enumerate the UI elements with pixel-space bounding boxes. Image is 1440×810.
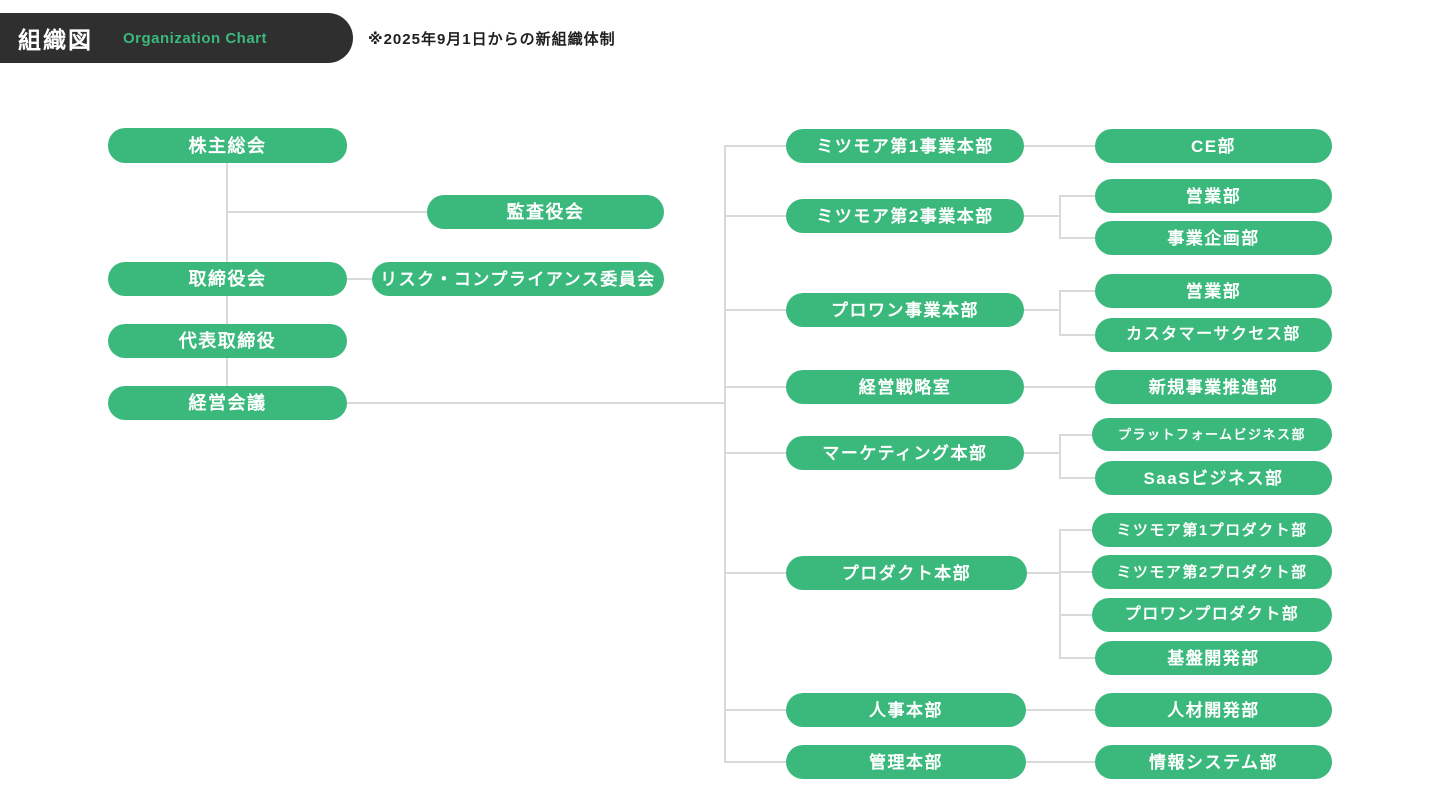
connector-line <box>1016 761 1103 763</box>
connector-line <box>226 211 428 213</box>
connector-line <box>226 163 228 263</box>
connector-line <box>1016 452 1061 454</box>
page-title: 組織図 <box>18 27 93 53</box>
page-subtitle: Organization Chart <box>123 29 268 47</box>
org-node-hr-div: 人事本部 <box>786 693 1026 727</box>
connector-line <box>1016 145 1103 147</box>
org-node-biz-planning-dept: 事業企画部 <box>1095 221 1332 255</box>
connector-line <box>724 215 795 217</box>
org-node-product-div: プロダクト本部 <box>786 556 1027 590</box>
connector-line <box>724 145 795 147</box>
connector-line <box>1059 571 1103 573</box>
org-node-mitsumoa-biz-div1: ミツモア第1事業本部 <box>786 129 1024 163</box>
connector-line <box>1059 195 1061 239</box>
org-node-prowan-product-dept: プロワンプロダクト部 <box>1092 598 1332 632</box>
connector-line <box>1059 290 1103 292</box>
effective-date-note: ※2025年9月1日からの新組織体制 <box>368 30 616 48</box>
org-node-new-biz-promotion-dept: 新規事業推進部 <box>1095 370 1332 404</box>
org-node-representative-director: 代表取締役 <box>108 324 347 358</box>
org-node-risk-compliance-committee: リスク・コンプライアンス委員会 <box>372 262 664 296</box>
connector-line <box>1059 334 1103 336</box>
org-node-board-of-directors: 取締役会 <box>108 262 347 296</box>
connector-line <box>340 278 376 280</box>
connector-line <box>1059 477 1103 479</box>
org-node-customer-success-dept: カスタマーサクセス部 <box>1095 318 1332 352</box>
org-node-mitsumoa-biz-div2: ミツモア第2事業本部 <box>786 199 1024 233</box>
org-node-corporate-strategy-office: 経営戦略室 <box>786 370 1024 404</box>
org-node-mitsumoa-product-dept2: ミツモア第2プロダクト部 <box>1092 555 1332 589</box>
org-node-saas-business-dept: SaaSビジネス部 <box>1095 461 1332 495</box>
connector-line <box>724 761 795 763</box>
org-node-mitsumoa-product-dept1: ミツモア第1プロダクト部 <box>1092 513 1332 547</box>
connector-line <box>226 358 228 387</box>
connector-line <box>1059 290 1061 336</box>
connector-line <box>1059 195 1103 197</box>
connector-line <box>1059 237 1103 239</box>
connector-line <box>724 709 795 711</box>
connector-line <box>1059 529 1061 659</box>
connector-line <box>1016 309 1061 311</box>
org-node-sales-dept-2: 営業部 <box>1095 274 1332 308</box>
connector-line <box>724 452 795 454</box>
connector-line <box>1016 215 1061 217</box>
connector-line <box>1059 657 1103 659</box>
org-node-audit-board: 監査役会 <box>427 195 664 229</box>
connector-line <box>1016 386 1103 388</box>
org-node-platform-business-dept: プラットフォームビジネス部 <box>1092 418 1332 451</box>
connector-line <box>226 296 228 325</box>
connector-line <box>1059 434 1061 479</box>
connector-line <box>1059 529 1103 531</box>
org-node-prowan-biz-div: プロワン事業本部 <box>786 293 1024 327</box>
org-node-it-systems-dept: 情報システム部 <box>1095 745 1332 779</box>
connector-line <box>1059 434 1103 436</box>
org-node-talent-dev-dept: 人材開発部 <box>1095 693 1332 727</box>
org-node-admin-div: 管理本部 <box>786 745 1026 779</box>
connector-line <box>724 572 795 574</box>
header-badge: 組織図 Organization Chart <box>0 13 353 63</box>
connector-line <box>724 309 795 311</box>
connector-line <box>1016 572 1061 574</box>
connector-line <box>340 402 726 404</box>
connector-line <box>724 386 795 388</box>
org-node-sales-dept-1: 営業部 <box>1095 179 1332 213</box>
org-node-management-meeting: 経営会議 <box>108 386 347 420</box>
connector-line <box>1016 709 1103 711</box>
connector-line <box>724 145 726 763</box>
org-node-marketing-div: マーケティング本部 <box>786 436 1024 470</box>
org-node-ce-dept: CE部 <box>1095 129 1332 163</box>
org-node-shareholders-meeting: 株主総会 <box>108 128 347 163</box>
org-node-infra-dev-dept: 基盤開発部 <box>1095 641 1332 675</box>
connector-line <box>1059 614 1103 616</box>
